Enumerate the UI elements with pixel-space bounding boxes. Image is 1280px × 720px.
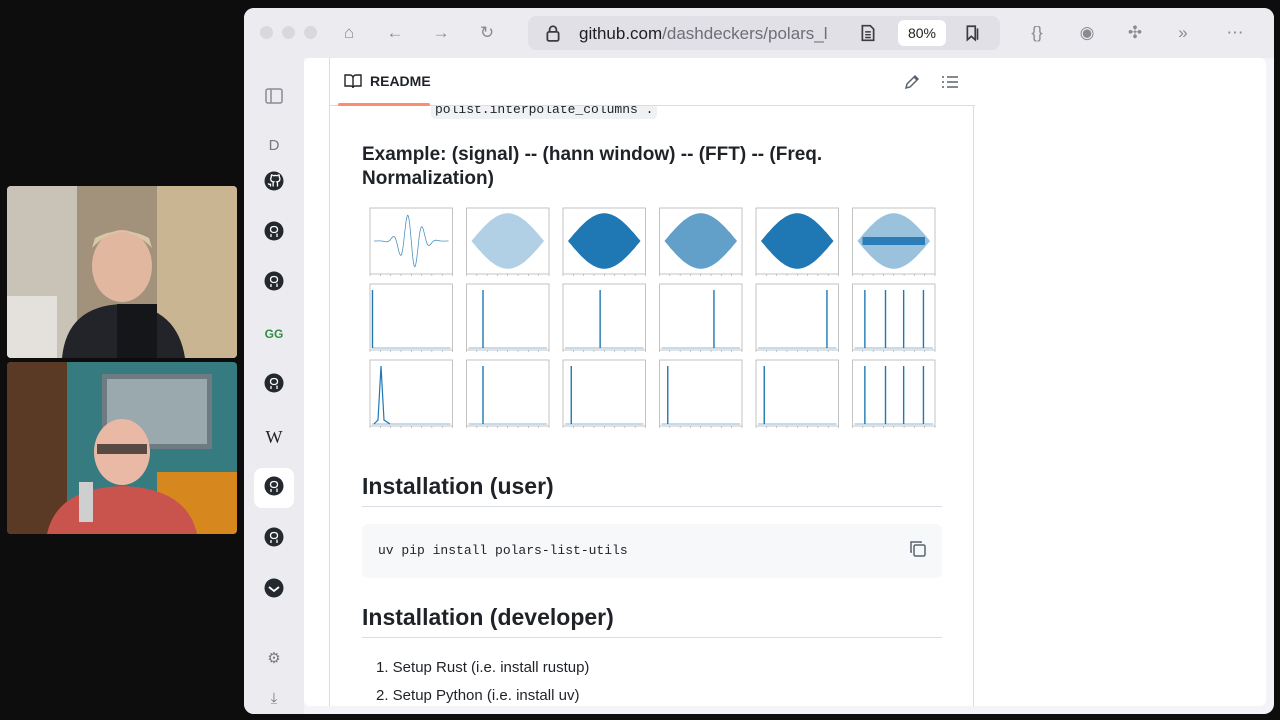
subplot-frame xyxy=(852,283,936,351)
sidebar-toggle-icon[interactable] xyxy=(254,76,294,116)
lock-icon xyxy=(546,25,560,42)
subplot-frame xyxy=(562,283,646,351)
url-text[interactable]: github.com/dashdeckers/polars_l xyxy=(579,24,847,44)
list-item: 2. Setup Python (i.e. install uv) xyxy=(376,687,580,704)
envelope-band xyxy=(862,237,925,245)
braces-extension-icon[interactable]: {} xyxy=(1031,23,1043,42)
sidebar-item-github-4[interactable] xyxy=(254,365,294,405)
browser-window: ⌂ ← → ↻ github.com/dashdeckers/polars_l … xyxy=(244,8,1274,714)
sidebar-item-d[interactable]: D xyxy=(254,125,294,165)
sidebar-item-wikipedia[interactable]: W xyxy=(254,417,294,457)
account-extension-icon[interactable]: ◉ xyxy=(1079,23,1095,42)
outline-list-icon[interactable] xyxy=(940,72,960,92)
url-path: /dashdeckers/polars_l xyxy=(662,24,828,43)
chevron-more-icon[interactable]: » xyxy=(1178,23,1188,42)
sidebar-item-github-1[interactable] xyxy=(254,163,294,203)
maximize-window-button[interactable] xyxy=(304,26,317,39)
letter-d-icon: D xyxy=(268,136,280,154)
signal-line xyxy=(374,214,449,268)
subplot-frame xyxy=(852,359,936,427)
github-icon xyxy=(264,527,284,551)
subplot-frame xyxy=(755,359,839,427)
webcam-feed-host xyxy=(7,186,237,358)
zoom-level-button[interactable]: 80% xyxy=(898,20,946,46)
github-icon xyxy=(264,373,284,397)
forward-icon[interactable]: → xyxy=(432,23,450,42)
install-user-heading: Installation (user) xyxy=(362,473,554,499)
subplot-frame xyxy=(466,359,550,427)
close-window-button[interactable] xyxy=(260,26,273,39)
sidebar-item-github-active[interactable] xyxy=(254,468,294,508)
readme-tab[interactable]: README xyxy=(370,73,431,89)
heading-rule xyxy=(362,506,942,507)
download-icon[interactable]: ⤓ xyxy=(270,689,278,707)
minimize-window-button[interactable] xyxy=(282,26,295,39)
github-icon xyxy=(264,171,284,195)
browser-toolbar: ⌂ ← → ↻ github.com/dashdeckers/polars_l … xyxy=(244,8,1274,58)
hann-envelope xyxy=(568,213,641,269)
subplot-frame xyxy=(466,207,550,275)
geeksforgeeks-icon: GG xyxy=(264,327,284,341)
spectrum-peak xyxy=(373,365,391,425)
edit-pencil-icon[interactable] xyxy=(902,72,922,92)
menu-dots-icon[interactable]: ⋯ xyxy=(1226,23,1244,42)
sidebar-item-github-2[interactable] xyxy=(254,213,294,253)
install-command[interactable]: uv pip install polars-list-utils xyxy=(378,543,628,558)
url-host: github.com xyxy=(579,24,663,43)
window-controls xyxy=(260,26,317,39)
subplot-frame xyxy=(659,359,743,427)
list-item: 1. Setup Rust (i.e. install rustup) xyxy=(376,659,590,676)
active-tab-indicator xyxy=(338,103,430,106)
book-icon xyxy=(344,74,362,89)
puzzle-extensions-icon[interactable]: ✣ xyxy=(1127,23,1143,42)
subplot-frame xyxy=(369,283,453,351)
settings-gear-icon[interactable]: ⚙ xyxy=(267,650,281,667)
setup-steps-list: 1. Setup Rust (i.e. install rustup) 2. S… xyxy=(376,658,589,706)
readme-panel: README polist.interpolate_columns`. Exam… xyxy=(329,58,975,706)
example-heading: Example: (signal) -- (hann window) -- (F… xyxy=(362,144,823,189)
example-plot-grid xyxy=(369,207,936,428)
subplot-frame xyxy=(659,283,743,351)
page-content: README polist.interpolate_columns`. Exam… xyxy=(304,58,1266,706)
address-bar[interactable]: github.com/dashdeckers/polars_l 80% xyxy=(528,16,1000,50)
back-icon[interactable]: ← xyxy=(386,23,404,42)
heading-rule xyxy=(362,637,942,638)
sidebar-item-circle-app[interactable] xyxy=(254,570,294,610)
browser-sidebar: D GG W ⚙ ⤓ xyxy=(244,58,304,714)
sidebar-item-geeksforgeeks[interactable]: GG xyxy=(254,314,294,354)
hann-envelope xyxy=(664,213,737,269)
webcam-feed-guest xyxy=(7,362,237,534)
wikipedia-icon: W xyxy=(265,426,283,447)
subplot-frame xyxy=(562,359,646,427)
readme-header: README xyxy=(330,58,975,106)
github-icon xyxy=(264,271,284,295)
hann-envelope xyxy=(471,213,544,269)
subplot-frame xyxy=(466,283,550,351)
copy-icon[interactable] xyxy=(908,539,928,559)
home-icon[interactable]: ⌂ xyxy=(343,23,355,42)
hann-envelope xyxy=(761,213,834,269)
circle-logo-icon xyxy=(264,578,284,602)
subplot-frame xyxy=(755,283,839,351)
github-icon xyxy=(264,476,284,500)
github-icon xyxy=(264,221,284,245)
sidebar-item-github-5[interactable] xyxy=(254,519,294,559)
reload-icon[interactable]: ↻ xyxy=(479,23,495,42)
install-user-codeblock: uv pip install polars-list-utils xyxy=(362,524,942,578)
install-dev-heading: Installation (developer) xyxy=(362,604,614,630)
sidebar-item-github-3[interactable] xyxy=(254,263,294,303)
bookmark-icon[interactable] xyxy=(964,24,982,42)
reader-mode-icon[interactable] xyxy=(859,24,877,42)
